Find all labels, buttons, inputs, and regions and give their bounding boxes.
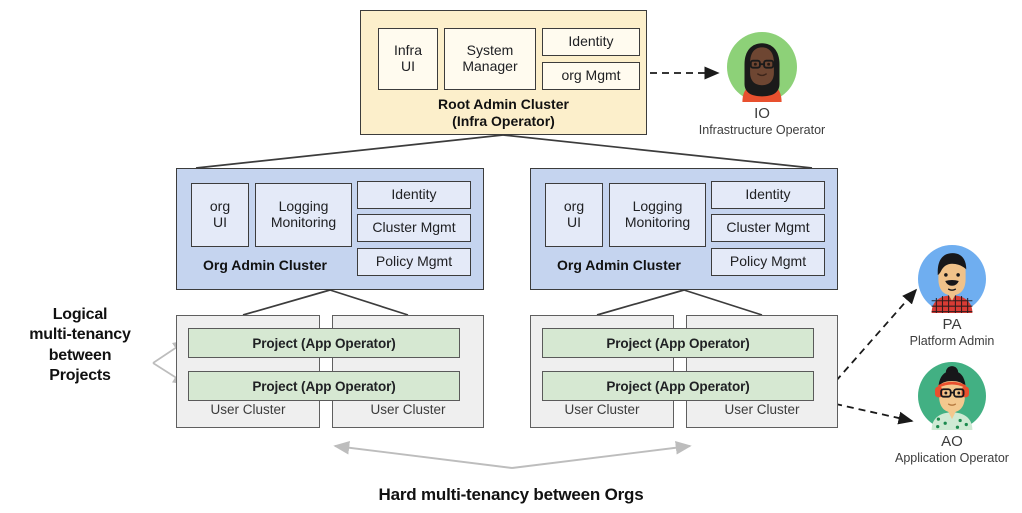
root-admin-cluster-caption-line2: (Infra Operator): [452, 112, 555, 129]
chip-logging-monitoring-1-line1: Logging: [278, 198, 329, 215]
persona-pa[interactable]: PA Platform Admin: [872, 245, 1022, 348]
persona-ao[interactable]: AO Application Operator: [872, 362, 1022, 465]
persona-pa-role: Platform Admin: [909, 333, 995, 348]
org-admin-cluster-2[interactable]: org UI Logging Monitoring Identity Clust…: [530, 168, 838, 290]
chip-identity[interactable]: Identity: [542, 28, 640, 56]
chip-infra-ui-line2: UI: [401, 58, 415, 74]
chip-logging-monitoring-2-line2: Monitoring: [624, 214, 691, 230]
persona-ao-role: Application Operator: [895, 450, 1009, 465]
chip-logging-monitoring-2-line1: Logging: [632, 198, 683, 215]
chip-org-ui-2[interactable]: org UI: [545, 183, 603, 247]
edge-hard-multitenancy: [333, 440, 692, 469]
org-admin-cluster-2-caption: Org Admin Cluster: [557, 257, 681, 273]
org-admin-cluster-1-caption: Org Admin Cluster: [203, 257, 327, 273]
person-avatar-icon-ao: [918, 362, 986, 430]
root-admin-cluster-caption-line1: Root Admin Cluster: [438, 96, 569, 112]
chip-policy-mgmt-2[interactable]: Policy Mgmt: [711, 248, 825, 276]
project-bar-2b[interactable]: Project (App Operator): [542, 371, 814, 401]
chip-org-ui-2-line2: UI: [567, 214, 581, 230]
user-cluster-1b-label: User Cluster: [370, 402, 446, 417]
chip-system-manager-line1: System: [466, 42, 514, 59]
chip-infra-ui-line1: Infra: [393, 42, 422, 59]
edge-root-to-orgs: [195, 134, 813, 169]
chip-infra-ui[interactable]: Infra UI: [378, 28, 438, 90]
person-avatar-icon-io: [727, 32, 797, 102]
user-cluster-2b-label: User Cluster: [724, 402, 800, 417]
root-admin-cluster-caption: Root Admin Cluster (Infra Operator): [361, 96, 646, 130]
project-bar-1b[interactable]: Project (App Operator): [188, 371, 460, 401]
persona-io[interactable]: IO Infrastructure Operator: [682, 32, 842, 137]
person-avatar-icon-pa: [918, 245, 986, 313]
project-bar-2a[interactable]: Project (App Operator): [542, 328, 814, 358]
user-cluster-2a-label: User Cluster: [564, 402, 640, 417]
chip-cluster-mgmt-1[interactable]: Cluster Mgmt: [357, 214, 471, 242]
chip-system-manager-line2: Manager: [462, 58, 518, 74]
logical-note-line-1: Logical: [52, 306, 108, 323]
edge-org2-to-userclusters: [596, 289, 763, 316]
edge-org1-to-userclusters: [242, 289, 409, 316]
persona-io-role: Infrastructure Operator: [698, 122, 826, 137]
persona-ao-initials: AO: [941, 433, 963, 450]
logical-note-line-4: Projects: [49, 367, 111, 385]
persona-pa-initials: PA: [942, 316, 962, 333]
chip-identity-1[interactable]: Identity: [357, 181, 471, 209]
chip-logging-monitoring-1-line2: Monitoring: [270, 214, 337, 230]
logical-note-line-2: multi-tenancy: [29, 326, 131, 344]
chip-org-mgmt[interactable]: org Mgmt: [542, 62, 640, 90]
project-bar-1a[interactable]: Project (App Operator): [188, 328, 460, 358]
chip-system-manager[interactable]: System Manager: [444, 28, 536, 90]
chip-org-ui-1[interactable]: org UI: [191, 183, 249, 247]
chip-org-ui-1-line2: UI: [213, 214, 227, 230]
logical-note-line-3: between: [48, 346, 112, 364]
hard-multitenancy-note: Hard multi-tenancy between Orgs: [378, 485, 644, 504]
root-admin-cluster[interactable]: Infra UI System Manager Identity org Mgm…: [360, 10, 647, 135]
chip-identity-2[interactable]: Identity: [711, 181, 825, 209]
chip-org-ui-1-line1: org: [209, 198, 231, 215]
chip-cluster-mgmt-2[interactable]: Cluster Mgmt: [711, 214, 825, 242]
chip-policy-mgmt-1[interactable]: Policy Mgmt: [357, 248, 471, 276]
chip-logging-monitoring-2[interactable]: Logging Monitoring: [609, 183, 706, 247]
user-cluster-1a-label: User Cluster: [210, 402, 286, 417]
chip-logging-monitoring-1[interactable]: Logging Monitoring: [255, 183, 352, 247]
logical-multitenancy-note: Logical multi-tenancy between Projects: [10, 305, 150, 387]
org-admin-cluster-1[interactable]: org UI Logging Monitoring Identity Clust…: [176, 168, 484, 290]
persona-io-initials: IO: [754, 105, 770, 122]
chip-org-ui-2-line1: org: [563, 198, 585, 215]
